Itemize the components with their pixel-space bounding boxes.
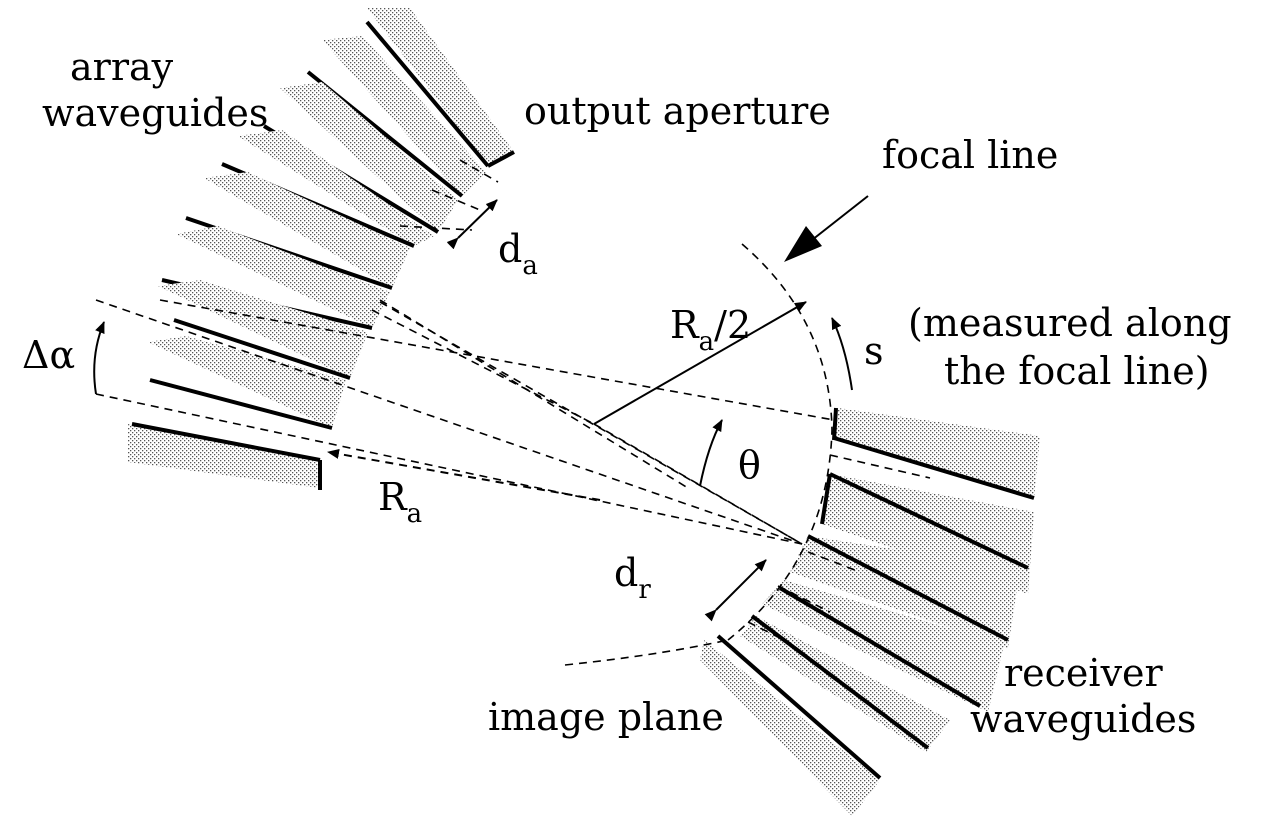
measured-label-line1: (measured along — [908, 301, 1232, 345]
image-plane-arc — [564, 639, 729, 666]
s-label: s — [864, 329, 884, 373]
ra-arrow-line — [327, 448, 601, 501]
focal-line-arc — [727, 243, 833, 641]
receiver-waveguide-4-edge — [778, 586, 982, 708]
array-waveguide-1-edge — [365, 20, 490, 168]
receiver-dashes — [747, 454, 931, 643]
focal-line-pointer-head — [784, 226, 822, 262]
ra2-label: Ra/2 — [670, 303, 751, 357]
ra-label: Ra — [378, 475, 422, 529]
receiver-waveguide-1-edge — [833, 436, 1035, 500]
array-waveguides-label-line1: array — [70, 45, 174, 89]
output-aperture-label: output aperture — [524, 89, 831, 133]
array-waveguides-label-line2: waveguides — [42, 91, 268, 135]
array-waveguide-9-edge — [131, 422, 321, 462]
measured-label-line2: the focal line) — [944, 349, 1210, 393]
dr-dimension-arrow — [704, 559, 767, 622]
array-waveguide-8 — [148, 336, 346, 428]
array-waveguide-1 — [367, 8, 514, 166]
array-waveguide-1-end — [487, 150, 515, 168]
delta-alpha-label: Δα — [22, 333, 75, 377]
receiver-waveguide-1 — [834, 408, 1040, 498]
receiver-waveguide-3 — [790, 536, 1020, 648]
image-plane-label: image plane — [488, 695, 724, 739]
dr-label: dr — [614, 551, 651, 605]
array-waveguide-8-edge — [149, 378, 333, 430]
array-waveguide-6 — [176, 226, 390, 328]
da-label: da — [498, 227, 538, 281]
array-waveguides-group — [128, 8, 515, 490]
array-waveguide-2 — [322, 36, 486, 196]
array-waveguide-3 — [280, 82, 458, 232]
receiver-waveguide-1-end — [832, 407, 838, 441]
theta-arrow — [699, 419, 723, 487]
focal-line-label: focal line — [882, 133, 1058, 177]
delta-alpha-arrow — [93, 321, 105, 395]
receiver-waveguide-3-edge — [807, 534, 1009, 642]
receiver-waveguides-group — [700, 407, 1040, 816]
array-waveguide-9 — [128, 424, 320, 488]
receiver-waveguide-2-end — [820, 473, 832, 525]
array-waveguide-5 — [204, 172, 410, 288]
receiver-waveguide-5-edge — [750, 614, 930, 750]
theta-label: θ — [738, 443, 761, 487]
ra2-radius-arrow — [593, 301, 807, 425]
receiver-waveguides-label-line1: receiver — [1004, 651, 1164, 695]
array-waveguide-7 — [158, 280, 368, 378]
ray-dashes — [95, 299, 835, 545]
receiver-waveguide-2-edge — [829, 472, 1029, 570]
s-arrow — [831, 317, 853, 391]
receiver-waveguide-6-edge — [716, 634, 882, 780]
array-waveguide-7-edge — [173, 318, 351, 380]
focal-line-pointer-line — [811, 195, 869, 241]
da-dimension-arrow — [446, 199, 498, 250]
array-waveguide-4 — [238, 130, 434, 246]
receiver-waveguide-6 — [700, 640, 880, 816]
receiver-waveguides-label-line2: waveguides — [970, 697, 1196, 741]
